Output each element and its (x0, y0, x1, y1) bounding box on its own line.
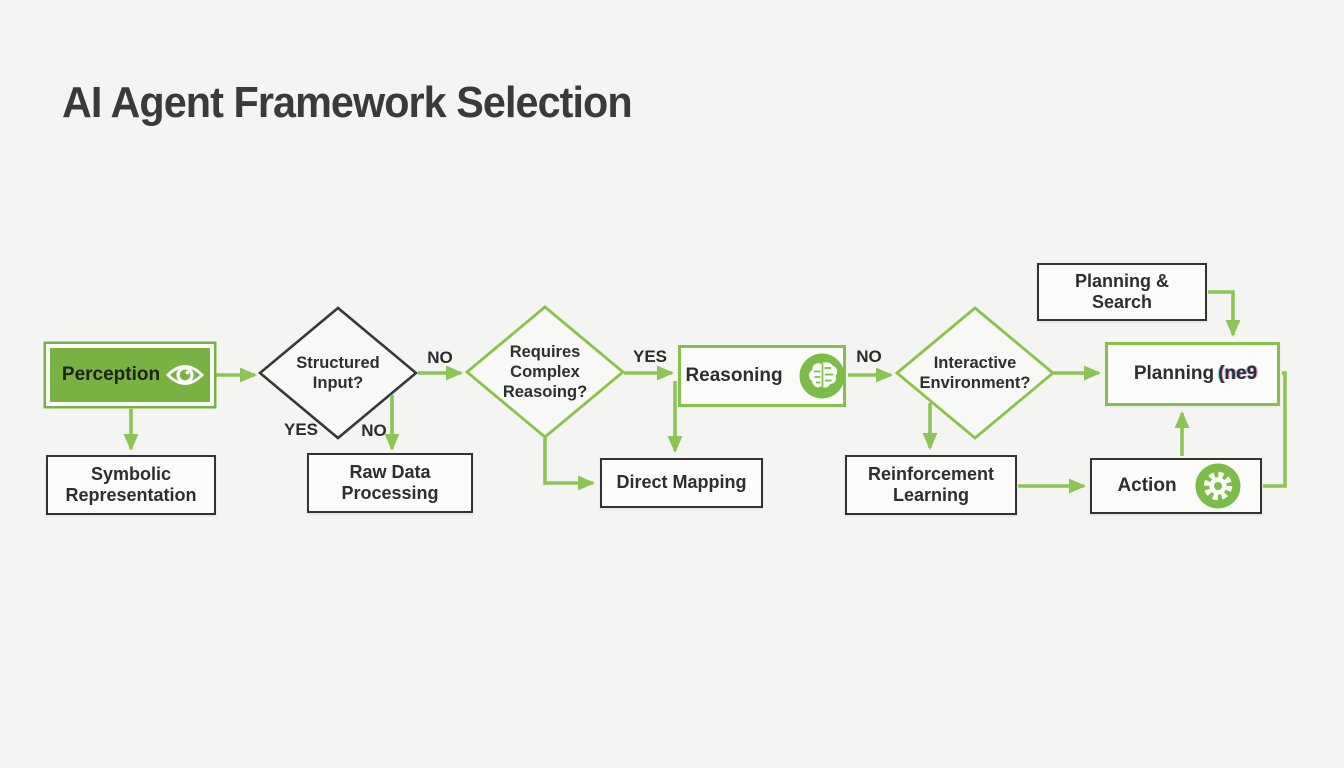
edge-complex-to-directmapping (543, 438, 595, 491)
node-perception-label: Perception (61, 363, 161, 385)
node-action: Action (1090, 458, 1262, 514)
eye-icon (166, 362, 205, 388)
node-planning-and-search-label: Planning & Search (1075, 270, 1169, 312)
decision-complex-reasoning-label: Requires Complex Reasoing? (502, 342, 588, 402)
edge-label-structured-no-right: NO (427, 348, 453, 367)
node-reinforcement-learning: Reinforcement Learning (845, 455, 1017, 515)
node-planning: Planning (ne9 (1105, 342, 1280, 406)
node-planning-and-search: Planning & Search (1037, 263, 1207, 321)
node-action-label: Action (1117, 474, 1177, 496)
decision-interactive-environment-label: Interactive Environment? (919, 353, 1031, 392)
node-raw-data-processing-label: Raw Data Processing (341, 461, 439, 503)
node-reasoning-label: Reasoning (685, 364, 783, 386)
node-symbolic-representation: Symbolic Representation (46, 455, 216, 515)
decision-structured-input-label: Structured Input? (296, 353, 380, 392)
node-reinforcement-learning-label: Reinforcement Learning (867, 463, 995, 505)
page-title: AI Agent Framework Selection (62, 78, 633, 127)
edge-label-structured-no-bottom: NO (361, 421, 387, 440)
node-symbolic-representation-label: Symbolic Representation (65, 463, 197, 505)
node-direct-mapping: Direct Mapping (600, 458, 763, 508)
edge-planningsearch-to-planning (1208, 290, 1241, 337)
edge-label-interactive-no: NO (856, 347, 882, 366)
node-planning-label: Planning (1133, 362, 1215, 384)
edge-label-structured-yes-bottom: YES (283, 420, 319, 439)
brain-icon (799, 353, 845, 399)
node-raw-data-processing: Raw Data Processing (307, 453, 473, 513)
node-direct-mapping-label: Direct Mapping (616, 472, 747, 493)
node-reasoning: Reasoning (678, 345, 846, 407)
node-planning-glitch-text: (ne9 (1218, 362, 1258, 384)
edge-label-reasoning-yes: YES (632, 347, 668, 366)
gear-icon (1195, 463, 1241, 509)
node-perception: Perception (46, 344, 214, 406)
